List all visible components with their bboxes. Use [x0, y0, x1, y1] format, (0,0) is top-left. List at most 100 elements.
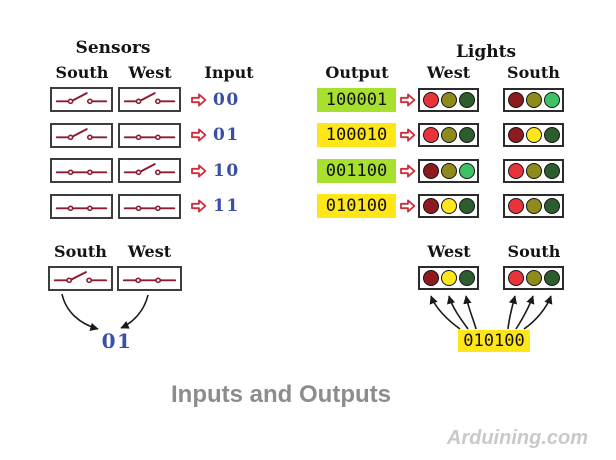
lamp-red-off — [507, 91, 524, 108]
light-row: 010100 — [317, 194, 564, 219]
output-value: 001100 — [317, 158, 396, 183]
lamp-yellow-off — [525, 162, 542, 179]
lights-title: Lights — [455, 42, 517, 62]
row-arrow — [190, 197, 207, 215]
switch-box-south — [50, 87, 113, 112]
arrow-right-icon — [400, 128, 416, 142]
row-arrow — [399, 197, 416, 215]
lights-column-output: Output — [325, 63, 389, 82]
input-example-switch-box-west — [117, 266, 182, 291]
light-row: 100001 — [317, 87, 564, 112]
lamp-green-off — [458, 127, 475, 143]
switch-box-south — [50, 158, 113, 183]
west-light-box — [418, 87, 479, 112]
lamp-red-on — [422, 127, 439, 143]
row-arrow — [190, 126, 207, 144]
diagram-caption: Inputs and Outputs — [171, 381, 391, 408]
lamp-red-off — [422, 270, 439, 286]
row-arrow — [399, 91, 416, 109]
converging-arrows — [61, 293, 149, 331]
lights-column-south: South — [507, 63, 560, 82]
output-value: 100010 — [317, 123, 396, 147]
output-example-value: 010100 — [458, 330, 530, 352]
switch-open-icon — [123, 163, 176, 176]
switch-box-west — [118, 193, 181, 219]
switch-closed-icon — [123, 134, 176, 140]
arrow-right-icon — [400, 164, 416, 177]
sensors-column-south: South — [55, 63, 109, 82]
lamp-green-on — [458, 162, 475, 179]
lamp-red-off — [507, 127, 524, 143]
light-row: 100010 — [317, 123, 564, 148]
south-light-box — [503, 158, 564, 183]
input-example-label-south: South — [54, 242, 107, 261]
sensor-row: 11 — [50, 193, 240, 219]
lamp-yellow-off — [525, 270, 542, 286]
lamp-green-on — [543, 91, 560, 108]
south-light-box — [503, 194, 564, 218]
input-example-switch-box-south — [48, 266, 113, 291]
input-value: 01 — [213, 125, 240, 145]
switch-box-south — [50, 193, 113, 219]
lamp-yellow-off — [525, 91, 542, 108]
sensors-column-west: West — [128, 63, 172, 82]
lamp-green-off — [543, 127, 560, 143]
switch-open-icon — [55, 127, 108, 140]
output-value: 010100 — [317, 194, 396, 218]
output-example-label-west: West — [427, 242, 471, 261]
switch-closed-icon — [123, 205, 176, 211]
arrow-right-icon — [400, 199, 416, 213]
input-value: 11 — [213, 196, 240, 216]
lamp-yellow-off — [525, 198, 542, 214]
lamp-red-off — [422, 162, 439, 179]
lights-column-west: West — [426, 63, 471, 82]
switch-box-west — [118, 87, 181, 112]
input-value: 10 — [213, 160, 240, 181]
switch-open-icon — [55, 92, 108, 105]
output-example-light-box-south — [503, 266, 564, 290]
west-light-box — [418, 194, 479, 218]
sensors-title: Sensors — [75, 38, 151, 58]
watermark: Arduining.com — [446, 427, 588, 449]
lamp-green-off — [543, 270, 560, 286]
switch-box-west — [118, 122, 181, 148]
sensor-row: 00 — [50, 87, 240, 112]
sensor-rows: 00 01 10 — [50, 87, 240, 219]
lamp-red-on — [507, 198, 524, 214]
sensor-row: 10 — [50, 158, 240, 183]
lamp-red-on — [507, 162, 524, 179]
switch-closed-icon — [122, 277, 177, 284]
input-value: 00 — [213, 89, 240, 110]
switch-box-south — [50, 122, 113, 148]
switch-open-icon — [53, 271, 108, 284]
switch-closed-icon — [55, 205, 108, 211]
output-example-label-south: South — [507, 242, 561, 261]
row-arrow — [399, 162, 416, 180]
lamp-yellow-on — [440, 198, 457, 214]
fanout-arrows — [429, 295, 553, 330]
arrow-right-icon — [191, 93, 207, 106]
lamp-green-off — [458, 91, 475, 108]
arrow-right-icon — [191, 199, 207, 213]
lamp-red-on — [507, 270, 524, 286]
south-light-box — [503, 87, 564, 112]
arrow-right-icon — [191, 164, 207, 177]
lamp-yellow-off — [440, 91, 457, 108]
row-arrow — [190, 91, 207, 109]
output-example-light-box-west — [418, 266, 479, 290]
lamp-red-on — [422, 91, 439, 108]
sensors-column-input: Input — [204, 63, 254, 82]
lamp-yellow-off — [440, 162, 457, 179]
lamp-red-off — [422, 198, 439, 214]
light-row: 001100 — [317, 158, 564, 183]
arrow-right-icon — [400, 93, 416, 106]
row-arrow — [399, 126, 416, 144]
west-light-box — [418, 123, 479, 147]
lamp-yellow-on — [440, 270, 457, 286]
lamp-green-off — [458, 198, 475, 214]
lamp-green-off — [543, 162, 560, 179]
south-light-box — [503, 123, 564, 147]
lamp-yellow-off — [440, 127, 457, 143]
west-light-box — [418, 158, 479, 183]
